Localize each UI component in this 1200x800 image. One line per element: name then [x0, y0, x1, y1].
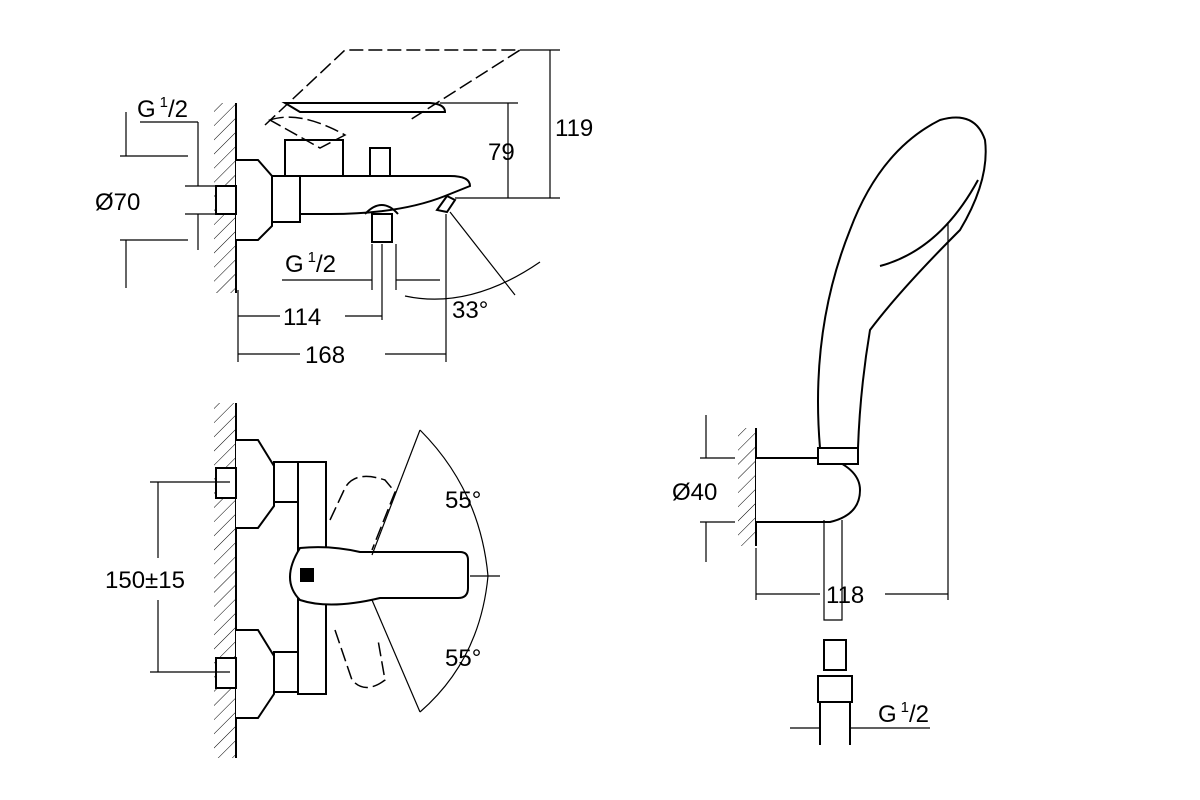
holder-diameter-label: Ø40 — [672, 479, 717, 506]
hand-shower-projection-label: 118 — [826, 582, 864, 609]
wall-hatch — [214, 403, 236, 758]
wall-holder — [756, 457, 862, 523]
projection-label: 168 — [305, 342, 345, 369]
diverter-knob — [369, 147, 391, 177]
shower-handle — [817, 116, 987, 449]
lever — [281, 102, 447, 113]
upper-nut — [273, 461, 299, 503]
lever-front — [289, 546, 469, 606]
hose-connector — [823, 639, 847, 671]
lever-angle-up-label: 55° — [445, 487, 481, 514]
handle-nut — [817, 447, 859, 465]
shower-head-face — [879, 179, 979, 267]
mixer-body — [299, 175, 472, 215]
upper-rosette — [236, 439, 275, 529]
lever-ghost — [268, 116, 347, 149]
hose-end — [819, 702, 851, 745]
lower-nut — [273, 651, 299, 693]
nut — [271, 175, 301, 223]
rosette — [236, 159, 273, 241]
spout-aerator — [435, 194, 457, 214]
lever-angle-down-label: 55° — [445, 645, 481, 672]
centre-distance-label: 150±15 — [105, 567, 185, 594]
indicator-mark — [300, 568, 314, 582]
hose — [823, 520, 843, 621]
lower-rosette — [236, 629, 275, 719]
lever-down-ghost — [334, 629, 386, 689]
upper-connector — [215, 467, 237, 499]
lever-raised-outline — [264, 49, 523, 126]
lever-up-ghost — [329, 475, 396, 551]
rosette-diameter-label: Ø70 — [95, 189, 140, 216]
lower-connector — [215, 657, 237, 689]
lever-base — [284, 139, 344, 177]
height-total-label: 119 — [555, 115, 593, 142]
outlet-distance-label: 114 — [283, 304, 321, 331]
front-view: 150±15 55° 55° — [105, 403, 500, 758]
inlet-connector — [215, 185, 237, 215]
spout-angle-label: 33° — [452, 297, 488, 324]
outlet-curve — [364, 204, 399, 215]
height-spout-label: 79 — [488, 139, 515, 166]
wall-hatch — [738, 428, 756, 546]
hose-nut — [817, 675, 853, 703]
outlet-connector — [371, 213, 393, 243]
